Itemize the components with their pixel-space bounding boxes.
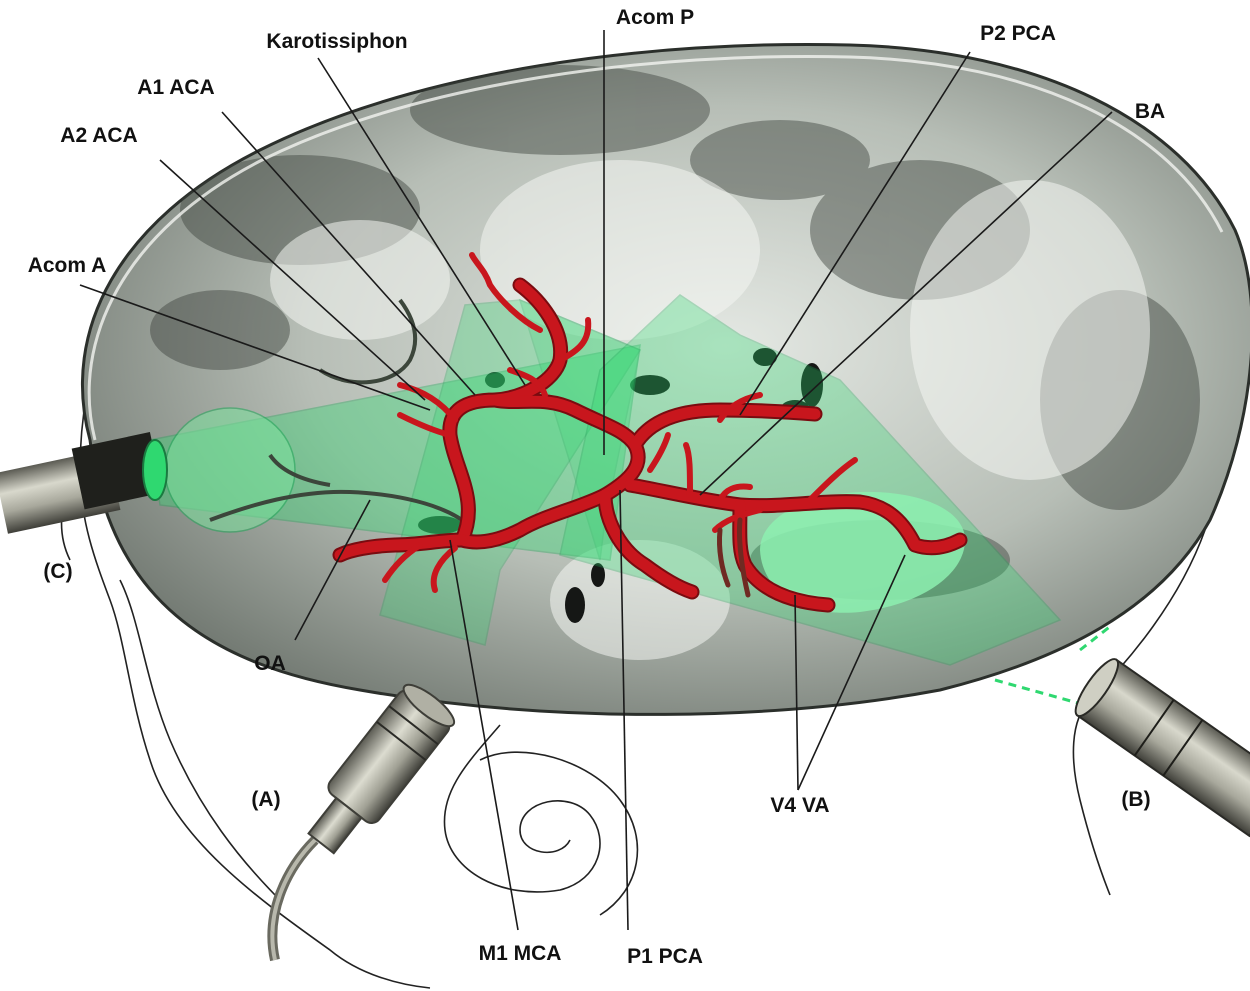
label-a2-aca: A2 ACA bbox=[60, 124, 137, 147]
label-p1-pca: P1 PCA bbox=[627, 945, 703, 968]
label-probe-a: (A) bbox=[251, 788, 280, 811]
label-v4-va: V4 VA bbox=[770, 794, 829, 817]
label-probe-b: (B) bbox=[1121, 788, 1150, 811]
label-m1-mca: M1 MCA bbox=[479, 942, 562, 965]
label-acom-p: Acom P bbox=[616, 6, 694, 29]
label-p2-pca: P2 PCA bbox=[980, 22, 1056, 45]
label-oa: OA bbox=[254, 652, 286, 675]
probe-a bbox=[272, 678, 459, 960]
label-probe-c: (C) bbox=[43, 560, 72, 583]
label-acom-a: Acom A bbox=[28, 254, 107, 277]
label-karotissiphon: Karotissiphon bbox=[266, 30, 407, 53]
label-a1-aca: A1 ACA bbox=[137, 76, 214, 99]
label-ba: BA bbox=[1135, 100, 1165, 123]
